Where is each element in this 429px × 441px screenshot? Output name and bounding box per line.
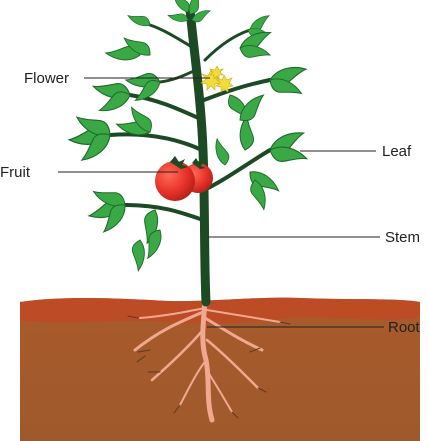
- roots: [127, 297, 291, 423]
- label-fruit: Fruit: [0, 164, 31, 181]
- pointer-lines: [58, 77, 384, 328]
- tomatoes: [155, 156, 213, 201]
- label-leaf: Leaf: [382, 143, 412, 160]
- label-stem: Stem: [385, 229, 420, 246]
- soil: [20, 297, 420, 441]
- label-root: Root: [388, 319, 421, 336]
- label-flower: Flower: [24, 70, 69, 87]
- leaves: [68, 0, 309, 272]
- flowers: [200, 65, 234, 93]
